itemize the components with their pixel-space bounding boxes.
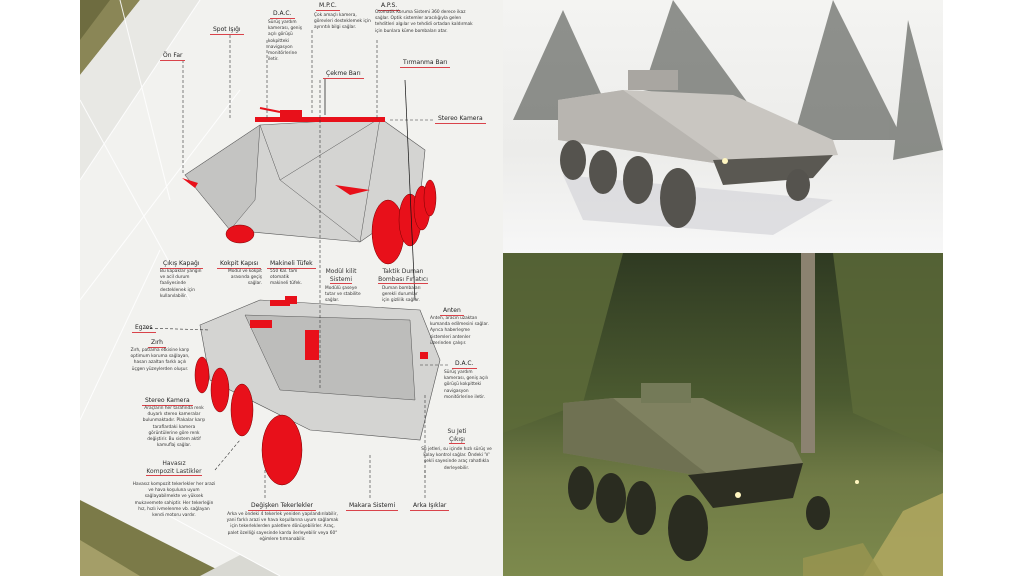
- label-makara-sistemi: Makara Sistemi: [346, 502, 399, 511]
- label-mpc: M.P.C.: [316, 2, 340, 11]
- label-on-far: Ön Far: [160, 52, 186, 61]
- render-photo-snow: [503, 0, 943, 253]
- label-taktik-line2: Bombası Fırlatıcı: [378, 276, 428, 284]
- label-lastik-line2: Kompozit Lastikler: [146, 468, 202, 476]
- text-mpc: Çok amaçlı kamera, görevleri desteklemek…: [314, 13, 371, 31]
- background-triangles: [80, 0, 281, 576]
- forest-scene: [503, 253, 943, 576]
- text-zirh: Zırh, patlama etkisine karşı optimum kor…: [130, 348, 190, 372]
- text-su-jeti: Su jetleri, su içinde hızlı sürüş ve kol…: [421, 447, 492, 471]
- text-aps: Otomatik Koruma Sistemi 360 derece ikaz …: [375, 10, 473, 34]
- label-cekme-bari: Çekme Barı: [323, 70, 364, 79]
- text-modul-kilit: Modülü şaseye tutar ve stabilite sağlar.: [325, 286, 361, 304]
- text-degisken-tekerlekler: Arka ve öndeki 4 tekerlek yeniden yapıla…: [226, 512, 339, 542]
- text-anten: Anten, aracın uzaktan kumanda edilmesini…: [430, 316, 489, 346]
- label-stereo-kamera-bottom: Stereo Kamera: [142, 397, 193, 406]
- label-lastik-line1: Havasız: [162, 460, 186, 467]
- label-taktik-line1: Taktik Duman: [382, 268, 424, 275]
- label-egzos: Egzos: [132, 324, 156, 333]
- snow-scene: [513, 0, 943, 235]
- vehicle-drawing-top: [144, 30, 450, 500]
- text-havasiz-lastikler: Havasız kompozit tekerlekler her arazi v…: [132, 482, 216, 519]
- label-spot-isigi: Spot Işığı: [210, 26, 244, 35]
- render-photo-forest: [503, 253, 943, 576]
- text-makineli-tufek: 550 Kal. tam otomatik makineli tüfek.: [270, 269, 303, 287]
- text-kokpit-kapisi: Modül ve kokpit arasında geçiş sağlar.: [228, 269, 262, 287]
- label-anten: Anten: [440, 307, 464, 316]
- label-aps: A.P.S.: [378, 2, 401, 11]
- label-su-jeti-line1: Su Jeti: [447, 428, 467, 435]
- label-zirh: Zırh: [148, 339, 166, 348]
- label-modul-kilit-line1: Modül kilit: [325, 268, 357, 275]
- label-degisken-tekerlekler: Değişken Tekerlekler: [248, 502, 316, 511]
- text-stereo-kamera-bottom: Araçların her tarafında renk duyarlı ste…: [142, 406, 206, 449]
- label-arka-isiklar: Arka Işıklar: [410, 502, 450, 511]
- text-dac-bottom: Sürüş yardım kamerası, geniş açılı görüş…: [444, 370, 488, 400]
- text-cikis-kapagi: Bu kapaklar yangın ve acil durum faaliye…: [160, 269, 202, 299]
- text-taktik-duman: Duman bombaları gerekli durumlar için gi…: [382, 286, 421, 304]
- text-dac-top: Sürüş yardım kamerası, geniş açılı görüş…: [268, 20, 302, 63]
- label-dac-bottom: D.A.C.: [452, 360, 477, 369]
- label-kokpit-kapisi: Kokpit Kapısı: [217, 260, 262, 269]
- label-tirmanma-bari: Tırmanma Barı: [400, 59, 451, 68]
- label-dac-top: D.A.C.: [270, 10, 295, 19]
- label-modul-kilit-line2: Sistemi: [329, 276, 353, 284]
- label-makineli-tufek: Makineli Tüfek: [267, 260, 316, 269]
- label-su-jeti-line2: Çıkışı: [449, 436, 465, 444]
- annotated-diagram-panel: Ön Far Spot Işığı D.A.C. Sürüş yardım ka…: [80, 0, 503, 576]
- label-stereo-kamera-top: Stereo Kamera: [435, 115, 486, 124]
- label-cikis-kapagi: Çıkış Kapağı: [160, 260, 203, 269]
